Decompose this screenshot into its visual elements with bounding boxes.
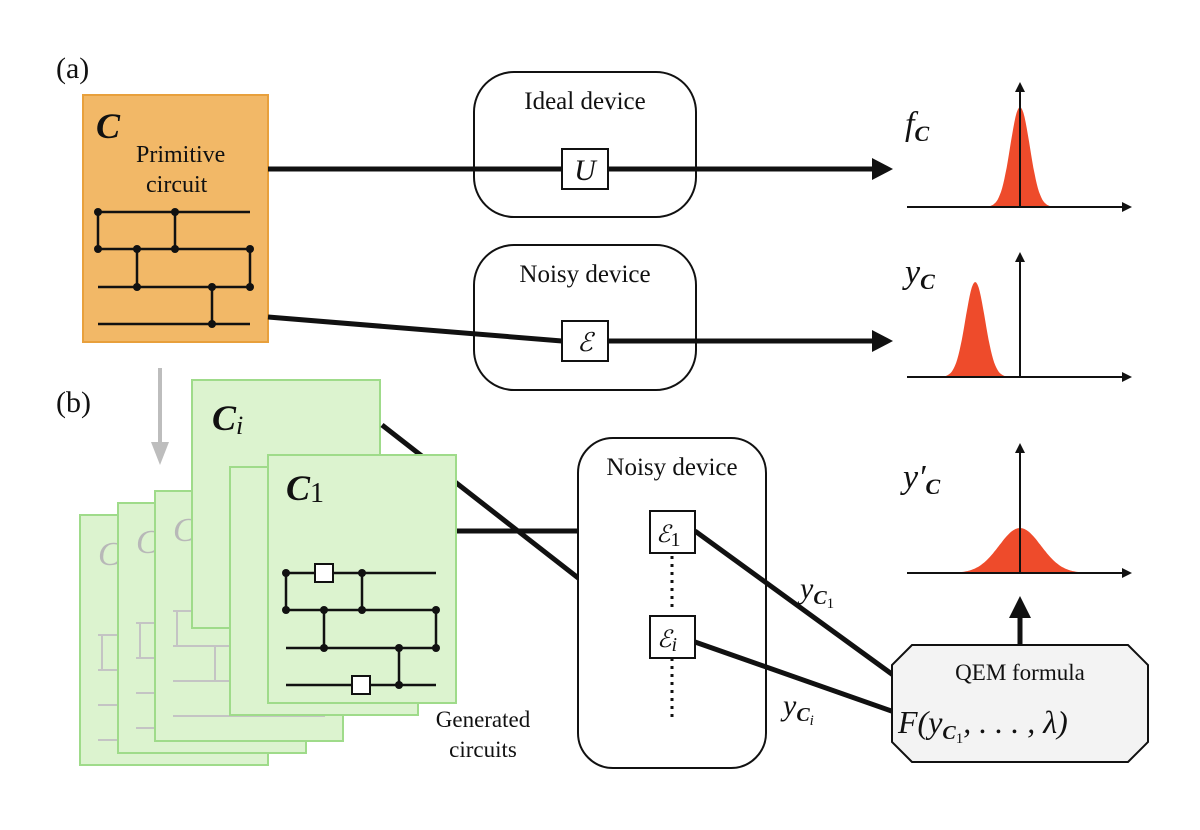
noisy-device-a: Noisy device — [473, 244, 697, 391]
noisy-input-line — [267, 314, 563, 344]
output-label-y: yC — [902, 254, 935, 294]
distribution-plot-1 — [907, 82, 1132, 212]
generated-circuit-ci-symbol: Ci — [212, 398, 243, 440]
svg-text:ℰi: ℰi — [657, 625, 677, 656]
inserted-gate-2 — [351, 675, 371, 695]
output-distributions — [907, 82, 1132, 578]
gate-e1: ℰ1 — [649, 510, 696, 554]
generated-caption-1: Generated — [436, 707, 531, 732]
generated-circuit-c1-nodes — [282, 569, 440, 689]
output-label-f: fC — [905, 106, 929, 146]
x-axis-arrow-3 — [1122, 568, 1132, 578]
qem-formula-box: QEM formula F(yC1, . . . , λ) — [891, 644, 1149, 763]
primitive-circuit-symbol: C — [96, 106, 121, 146]
ideal-device: Ideal device — [473, 71, 697, 218]
distribution-plot-3 — [907, 443, 1132, 578]
x-axis-arrow-1 — [1122, 202, 1132, 212]
output-label-y-prime: y′C — [900, 459, 941, 499]
output-label-y-c1: yC1 — [797, 572, 834, 612]
ghost-card-symbol-1: C — [98, 536, 121, 573]
generated-caption-2: circuits — [449, 737, 517, 762]
distribution-curve-2 — [908, 282, 1132, 377]
y-axis-arrow-3 — [1015, 443, 1025, 453]
generate-down-arrow — [151, 368, 169, 465]
qem-formula-expression: F(yC1, . . . , λ) — [897, 704, 1068, 747]
output-label-y-ci: yCi — [780, 689, 814, 729]
gate-1-to-qem-line — [693, 528, 902, 683]
ideal-output-arrowhead — [872, 158, 893, 180]
primitive-circuit-box: C Primitive circuit — [82, 94, 269, 343]
generated-circuit-c1-symbol: C1 — [286, 468, 324, 509]
noisy-device-a-title: Noisy device — [519, 261, 650, 288]
ghost-card-symbol-2: C — [136, 524, 159, 561]
gate-e: ℰ — [561, 320, 609, 362]
svg-text:ℰ1: ℰ1 — [656, 520, 681, 551]
gate-u: U — [561, 148, 609, 190]
primitive-circuit-label-2: circuit — [146, 172, 208, 198]
primitive-circuit-wires — [96, 210, 252, 326]
y-axis-arrow-2 — [1015, 252, 1025, 262]
svg-text:ℰ: ℰ — [577, 328, 595, 358]
noisy-device-b-title: Noisy device — [606, 454, 737, 481]
distribution-plot-2 — [907, 252, 1132, 382]
panel-label-b: (b) — [56, 386, 91, 419]
noisy-device-b: Noisy device — [577, 437, 767, 769]
svg-text:U: U — [574, 154, 598, 187]
noisy-output-arrowhead — [872, 330, 893, 352]
qem-formula-title: QEM formula — [955, 660, 1085, 685]
ghost-card-symbol-3: C — [173, 512, 196, 549]
primitive-circuit-nodes — [94, 208, 254, 328]
inserted-gate-1 — [314, 563, 334, 583]
panel-label-a: (a) — [56, 52, 89, 85]
generated-circuit-c1: C1 — [267, 454, 457, 704]
x-axis-arrow-2 — [1122, 372, 1132, 382]
primitive-circuit-label-1: Primitive — [136, 142, 225, 168]
gate-ei: ℰi — [649, 615, 696, 659]
gate-i-to-qem-line — [694, 639, 901, 717]
ideal-device-title: Ideal device — [524, 88, 645, 115]
qem-up-arrow — [1009, 596, 1031, 645]
y-axis-arrow-1 — [1015, 82, 1025, 92]
